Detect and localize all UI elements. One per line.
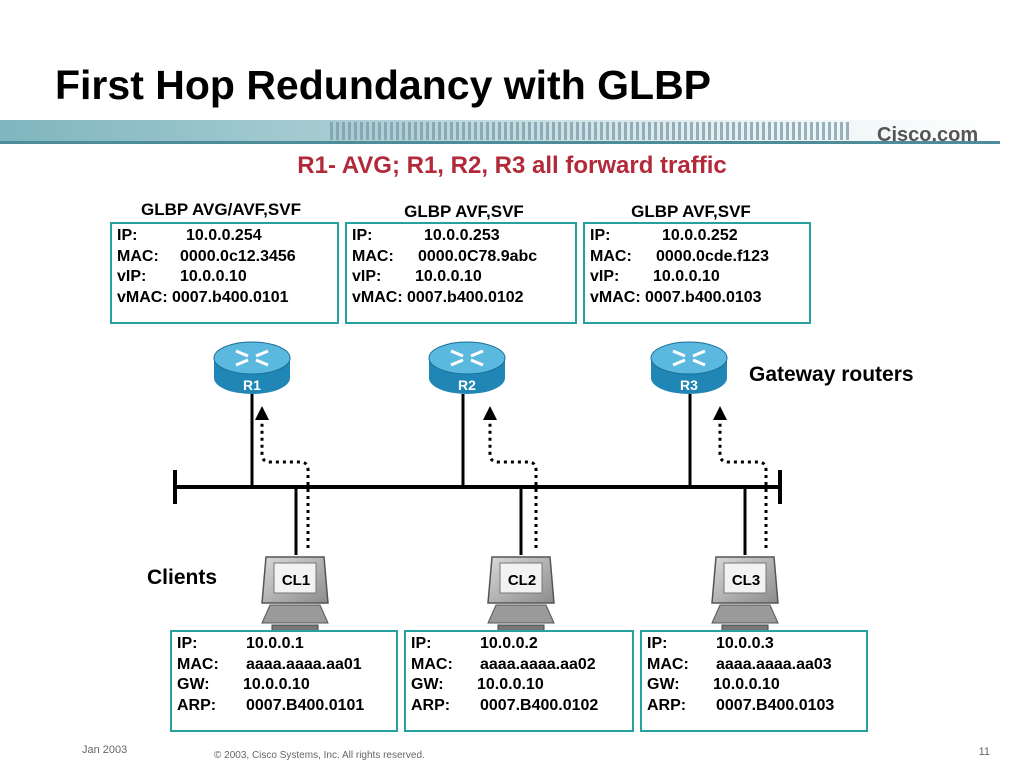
router-vmac: 0007.b400.0101 — [172, 288, 289, 306]
field-key: IP: — [590, 227, 611, 244]
field-key: IP: — [177, 635, 198, 652]
router-role-label: GLBP AVF,SVF — [631, 202, 751, 221]
footer-copyright: © 2003, Cisco Systems, Inc. All rights r… — [214, 750, 425, 761]
client-info-box: IP: 10.0.0.3 MAC: aaaa.aaaa.aa03 GW: 10.0.0… — [640, 630, 868, 732]
router-vip: 10.0.0.10 — [180, 268, 247, 285]
client-mac: aaaa.aaaa.aa02 — [480, 655, 596, 673]
client-gw: 10.0.0.10 — [477, 676, 544, 693]
router-ip: 10.0.0.252 — [662, 227, 738, 244]
router-role-label: GLBP AVG/AVF,SVF — [141, 200, 301, 219]
router-info-box: IP: 10.0.0.252 MAC: 0000.0cde.f123 vIP: 10.… — [583, 222, 811, 324]
client-links — [294, 487, 747, 555]
client-ip: 10.0.0.3 — [716, 635, 774, 652]
lan-segment — [173, 470, 782, 504]
client-cl3-icon: CL3 — [711, 556, 779, 634]
router-links — [250, 394, 692, 487]
client-cl1-icon: CL1 — [261, 556, 329, 634]
field-key: ARP: — [177, 696, 217, 714]
page-number: 11 — [978, 746, 990, 758]
router-role-label: GLBP AVF,SVF — [404, 202, 524, 221]
router-r2-icon: R2 — [428, 341, 506, 394]
client-gw: 10.0.0.10 — [713, 676, 780, 693]
router-vip: 10.0.0.10 — [415, 268, 482, 285]
field-key: IP: — [352, 227, 373, 244]
router-mac: 0000.0cde.f123 — [656, 247, 769, 265]
router-info-box: IP: 10.0.0.254 MAC: 0000.0c12.3456 vIP: 10.… — [110, 222, 339, 324]
client-ip: 10.0.0.1 — [246, 635, 304, 652]
gateway-routers-label: Gateway routers — [749, 363, 914, 386]
field-key: vIP: — [117, 268, 147, 285]
router-ip: 10.0.0.254 — [186, 227, 262, 244]
field-key: vMAC: — [117, 288, 168, 306]
router-vmac: 0007.b400.0102 — [407, 288, 524, 306]
client-arp: 0007.B400.0102 — [480, 696, 599, 714]
client-arp: 0007.B400.0103 — [716, 696, 835, 714]
field-key: MAC: — [411, 655, 453, 673]
field-key: MAC: — [177, 655, 219, 673]
field-key: IP: — [647, 635, 668, 652]
field-key: ARP: — [411, 696, 451, 714]
router-vmac: 0007.b400.0103 — [645, 288, 762, 306]
client-mac: aaaa.aaaa.aa03 — [716, 655, 832, 673]
field-key: MAC: — [590, 247, 632, 265]
field-key: ARP: — [647, 696, 687, 714]
client-info-box: IP: 10.0.0.2 MAC: aaaa.aaaa.aa02 GW: 10.0.0… — [404, 630, 634, 732]
client-mac: aaaa.aaaa.aa01 — [246, 655, 362, 673]
router-ip: 10.0.0.253 — [424, 227, 500, 244]
client-ip: 10.0.0.2 — [480, 635, 538, 652]
brand-logo-text: Cisco.com — [877, 124, 979, 146]
field-key: IP: — [411, 635, 432, 652]
router-name: R2 — [458, 377, 476, 393]
client-arp: 0007.B400.0101 — [246, 696, 365, 714]
client-info-box: IP: 10.0.0.1 MAC: aaaa.aaaa.aa01 GW: 10.0.0… — [170, 630, 398, 732]
field-key: MAC: — [117, 247, 159, 265]
router-r1-icon: R1 — [213, 341, 291, 394]
router-name: R3 — [680, 377, 698, 393]
field-key: GW: — [177, 676, 210, 693]
field-key: vIP: — [352, 268, 382, 285]
field-key: vMAC: — [352, 288, 403, 306]
router-mac: 0000.0C78.9abc — [418, 247, 538, 265]
page-title: First Hop Redundancy with GLBP — [55, 62, 712, 108]
field-key: MAC: — [647, 655, 689, 673]
slide-subtitle: R1- AVG; R1, R2, R3 all forward traffic — [297, 152, 727, 179]
field-key: vIP: — [590, 268, 620, 285]
header-banner — [0, 120, 1000, 144]
router-name: R1 — [243, 377, 261, 393]
field-key: GW: — [647, 676, 680, 693]
router-info-box: IP: 10.0.0.253 MAC: 0000.0C78.9abc vIP: 10.… — [345, 222, 577, 324]
client-name: CL3 — [732, 572, 760, 589]
field-key: vMAC: — [590, 288, 641, 306]
field-key: MAC: — [352, 247, 394, 265]
client-name: CL2 — [508, 572, 536, 589]
client-gw: 10.0.0.10 — [243, 676, 310, 693]
client-cl2-icon: CL2 — [487, 556, 555, 634]
footer-date: Jan 2003 — [82, 744, 128, 756]
field-key: IP: — [117, 227, 138, 244]
field-key: GW: — [411, 676, 444, 693]
router-mac: 0000.0c12.3456 — [180, 247, 296, 265]
router-vip: 10.0.0.10 — [653, 268, 720, 285]
client-name: CL1 — [282, 572, 310, 589]
router-r3-icon: R3 — [650, 341, 728, 394]
clients-label: Clients — [147, 566, 218, 589]
traffic-arrowheads — [255, 406, 727, 420]
traffic-paths — [260, 418, 768, 548]
